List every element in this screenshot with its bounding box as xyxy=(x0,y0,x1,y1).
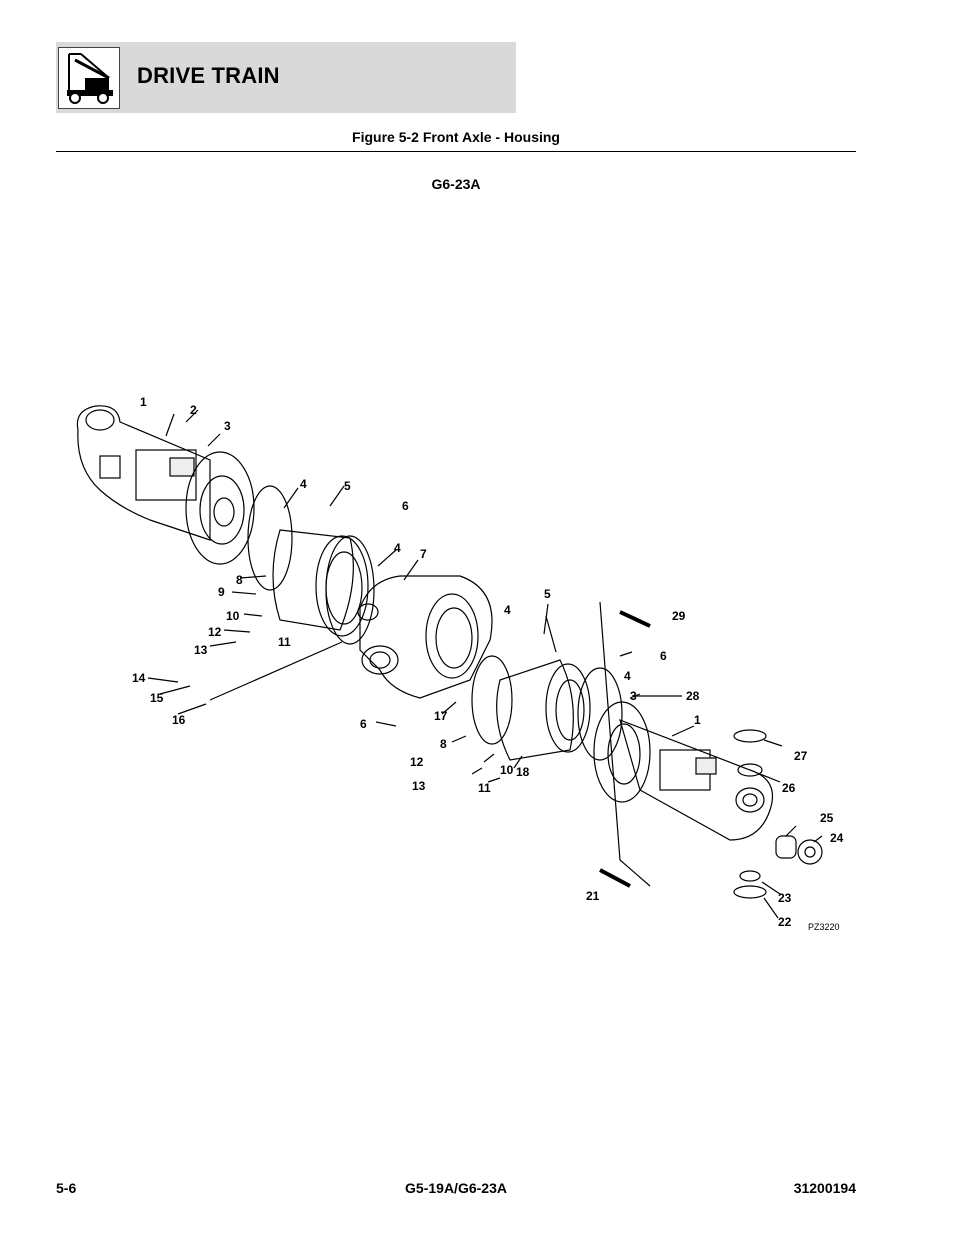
drawing-code: PZ3220 xyxy=(808,922,840,932)
callout: 8 xyxy=(236,573,243,587)
callout: 5 xyxy=(344,479,351,493)
callout: 12 xyxy=(208,625,222,639)
callout: 27 xyxy=(794,749,808,763)
callout: 25 xyxy=(820,811,834,825)
callout: 11 xyxy=(478,781,491,795)
callout: 11 xyxy=(278,635,291,649)
callout: 14 xyxy=(132,671,146,685)
left-carrier xyxy=(272,529,354,631)
callout: 4 xyxy=(300,477,307,491)
left-flange xyxy=(185,451,255,565)
model-label: G6-23A xyxy=(431,176,481,192)
callout: 28 xyxy=(686,689,700,703)
callout: 1 xyxy=(140,395,147,409)
callout: 9 xyxy=(218,585,225,599)
differential-housing xyxy=(359,575,493,699)
telehandler-boom-icon xyxy=(67,53,113,104)
callout: 6 xyxy=(402,499,409,513)
o-ring-left xyxy=(247,485,293,591)
right-axle-housing xyxy=(619,719,774,841)
callout: 5 xyxy=(544,587,551,601)
callout: 16 xyxy=(172,713,186,727)
callout: 4 xyxy=(504,603,511,617)
callout: 10 xyxy=(500,763,514,777)
callout: 24 xyxy=(830,831,844,845)
right-flange xyxy=(593,701,651,803)
callout: 4 xyxy=(394,541,401,555)
front-axle-exploded-diagram: 1 2 3 4 5 6 4 7 8 9 10 12 11 13 14 15 16… xyxy=(76,395,844,932)
callout: 13 xyxy=(194,643,208,657)
header-band xyxy=(56,42,516,113)
callout: 4 xyxy=(624,669,631,683)
bolt-21 xyxy=(599,868,631,888)
callout: 3 xyxy=(224,419,231,433)
page-number: 5-6 xyxy=(56,1180,77,1196)
bolt-29 xyxy=(619,610,651,628)
callout: 7 xyxy=(420,547,427,561)
right-carrier xyxy=(496,659,574,761)
callout: 6 xyxy=(360,717,367,731)
o-ring-right xyxy=(471,655,513,745)
callout: 6 xyxy=(660,649,667,663)
callout: 17 xyxy=(434,709,448,723)
callout: 21 xyxy=(586,889,600,903)
callout: 3 xyxy=(630,689,637,703)
callout: 1 xyxy=(694,713,701,727)
footer-models: G5-19A/G6-23A xyxy=(405,1180,507,1196)
header-rule xyxy=(56,151,856,152)
callout: 13 xyxy=(412,779,426,793)
callout: 8 xyxy=(440,737,447,751)
left-axle-housing xyxy=(76,405,211,541)
callout: 29 xyxy=(672,609,686,623)
figure-title: Figure 5-2 Front Axle - Housing xyxy=(352,129,560,145)
callout: 12 xyxy=(410,755,424,769)
callout: 26 xyxy=(782,781,796,795)
callout: 15 xyxy=(150,691,164,705)
section-logo xyxy=(58,47,120,109)
callout: 2 xyxy=(190,403,197,417)
doc-number: 31200194 xyxy=(793,1180,856,1196)
section-title: DRIVE TRAIN xyxy=(137,63,280,88)
callout: 23 xyxy=(778,891,792,905)
callout: 22 xyxy=(778,915,792,929)
callout-labels: 1 2 3 4 5 6 4 7 8 9 10 12 11 13 14 15 16… xyxy=(132,395,844,929)
callout: 10 xyxy=(226,609,240,623)
callout: 18 xyxy=(516,765,530,779)
